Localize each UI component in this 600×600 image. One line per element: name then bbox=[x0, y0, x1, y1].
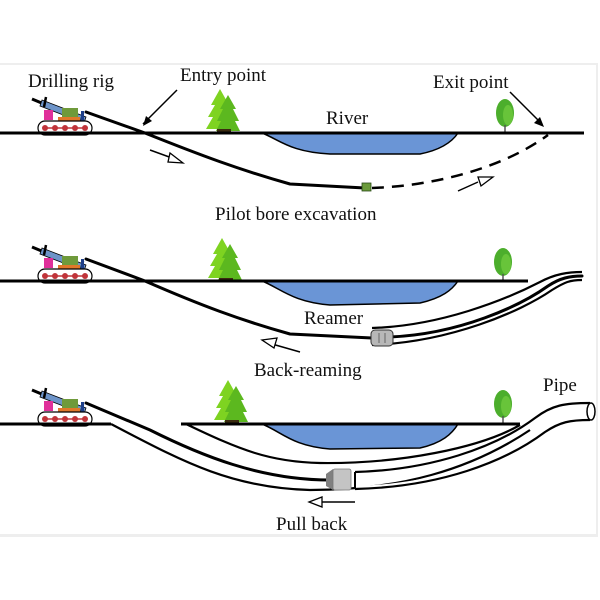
pull-back-arrow-head bbox=[307, 496, 323, 508]
direction-arrow-left-head bbox=[167, 151, 186, 164]
tree-icon bbox=[495, 98, 515, 134]
drill-pipe-path bbox=[84, 257, 374, 340]
back-reaming-arrow-head bbox=[260, 337, 278, 350]
drill-string bbox=[388, 274, 584, 339]
hole-upper-edge bbox=[185, 423, 521, 465]
exit-point-label: Exit point bbox=[433, 72, 509, 93]
pull-back-caption: Pull back bbox=[276, 514, 348, 535]
back-reaming-arrow bbox=[271, 343, 301, 353]
hole-lower-edge bbox=[110, 423, 531, 492]
pulling-head-icon bbox=[332, 468, 352, 491]
exit-pointer-head bbox=[534, 117, 544, 127]
reamer-icon bbox=[370, 329, 394, 347]
river-shape bbox=[261, 423, 460, 450]
drill-head-icon bbox=[361, 182, 372, 192]
product-pipe-bottom bbox=[354, 418, 591, 491]
entry-pointer-head bbox=[143, 116, 152, 126]
stage-pilot-bore: Drilling rig Entry point Exit point Rive… bbox=[0, 65, 584, 225]
drilling-rig-icon bbox=[30, 243, 94, 285]
drilling-rig-icon bbox=[30, 386, 94, 428]
river-shape bbox=[261, 280, 460, 306]
pilot-bore-caption: Pilot bore excavation bbox=[215, 204, 377, 225]
river-shape bbox=[261, 132, 460, 155]
river-label: River bbox=[326, 108, 369, 129]
hole-upper-edge bbox=[371, 270, 583, 330]
back-reaming-caption: Back-reaming bbox=[254, 360, 362, 381]
stage-back-reaming: Reamer Back-reaming bbox=[0, 238, 584, 381]
product-pipe-top bbox=[354, 401, 591, 474]
direction-arrow-right-head bbox=[477, 176, 495, 188]
pulling-head-cone bbox=[326, 469, 333, 490]
reamer-label: Reamer bbox=[304, 308, 364, 329]
planned-bore-path bbox=[371, 133, 549, 190]
figure-frame bbox=[0, 63, 598, 537]
exit-pointer-arrow bbox=[509, 91, 543, 125]
direction-arrow-right bbox=[457, 181, 479, 192]
pine-trees-icon bbox=[206, 89, 240, 132]
drilling-rig-label: Drilling rig bbox=[28, 71, 115, 92]
entry-point-label: Entry point bbox=[180, 65, 267, 86]
tree-icon bbox=[493, 389, 513, 425]
pipe-label: Pipe bbox=[543, 375, 577, 396]
hole-lower-edge bbox=[371, 278, 583, 347]
pine-trees-icon bbox=[208, 238, 242, 281]
drill-string bbox=[84, 401, 332, 482]
pilot-bore-path bbox=[84, 110, 367, 190]
drilling-rig-icon bbox=[30, 95, 94, 137]
pine-trees-icon bbox=[214, 380, 248, 423]
tree-icon bbox=[493, 247, 513, 283]
product-pipe-fill bbox=[355, 411, 588, 492]
stage-pull-back: Pipe Pull back bbox=[0, 375, 596, 535]
pipe-end-icon bbox=[586, 402, 596, 421]
direction-arrow-left bbox=[149, 149, 173, 159]
